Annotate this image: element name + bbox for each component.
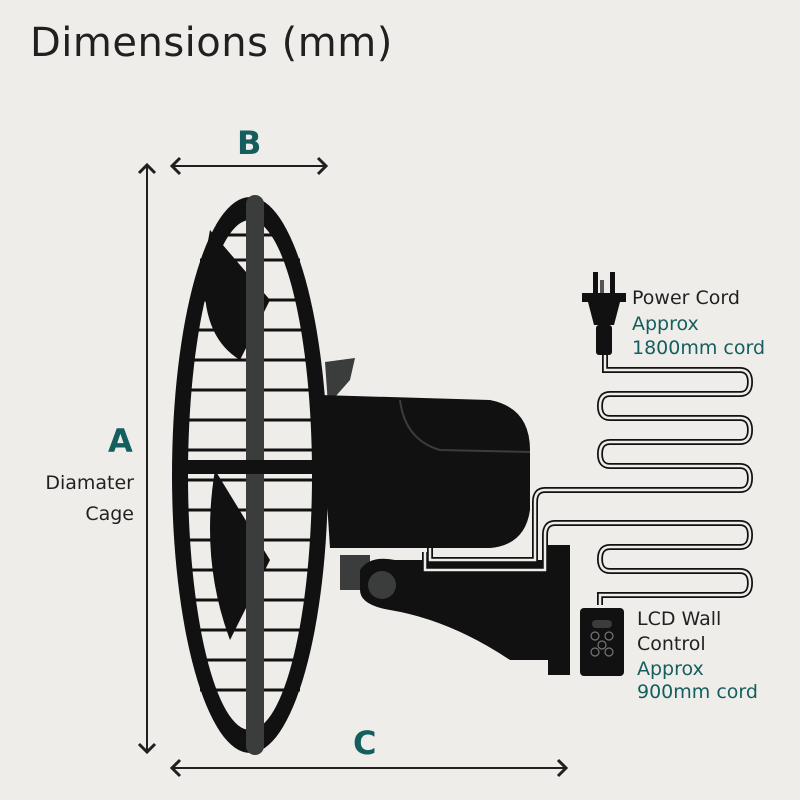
lcd-wall-control-icon xyxy=(580,608,624,676)
power-cord-title: Power Cord xyxy=(632,287,740,309)
dimension-c-label: C xyxy=(353,724,377,762)
power-plug-icon xyxy=(582,272,626,355)
wall-control-title-2: Control xyxy=(637,633,706,655)
motor-housing xyxy=(320,358,531,548)
dimension-a-label: A xyxy=(108,422,133,460)
wall-bracket xyxy=(340,545,570,675)
wall-control-title-1: LCD Wall xyxy=(637,608,722,630)
dimension-a-caption-1: Diamater xyxy=(45,472,134,494)
power-cord-approx: Approx xyxy=(632,313,699,335)
wall-control-approx: Approx xyxy=(637,658,704,680)
dimension-b-label: B xyxy=(237,124,262,162)
page-title: Dimensions (mm) xyxy=(30,20,393,66)
fan-cage xyxy=(172,195,328,755)
dimension-a-caption-2: Cage xyxy=(85,503,134,525)
power-cord-length: 1800mm cord xyxy=(632,337,766,359)
wall-control-length: 900mm cord xyxy=(637,681,758,703)
